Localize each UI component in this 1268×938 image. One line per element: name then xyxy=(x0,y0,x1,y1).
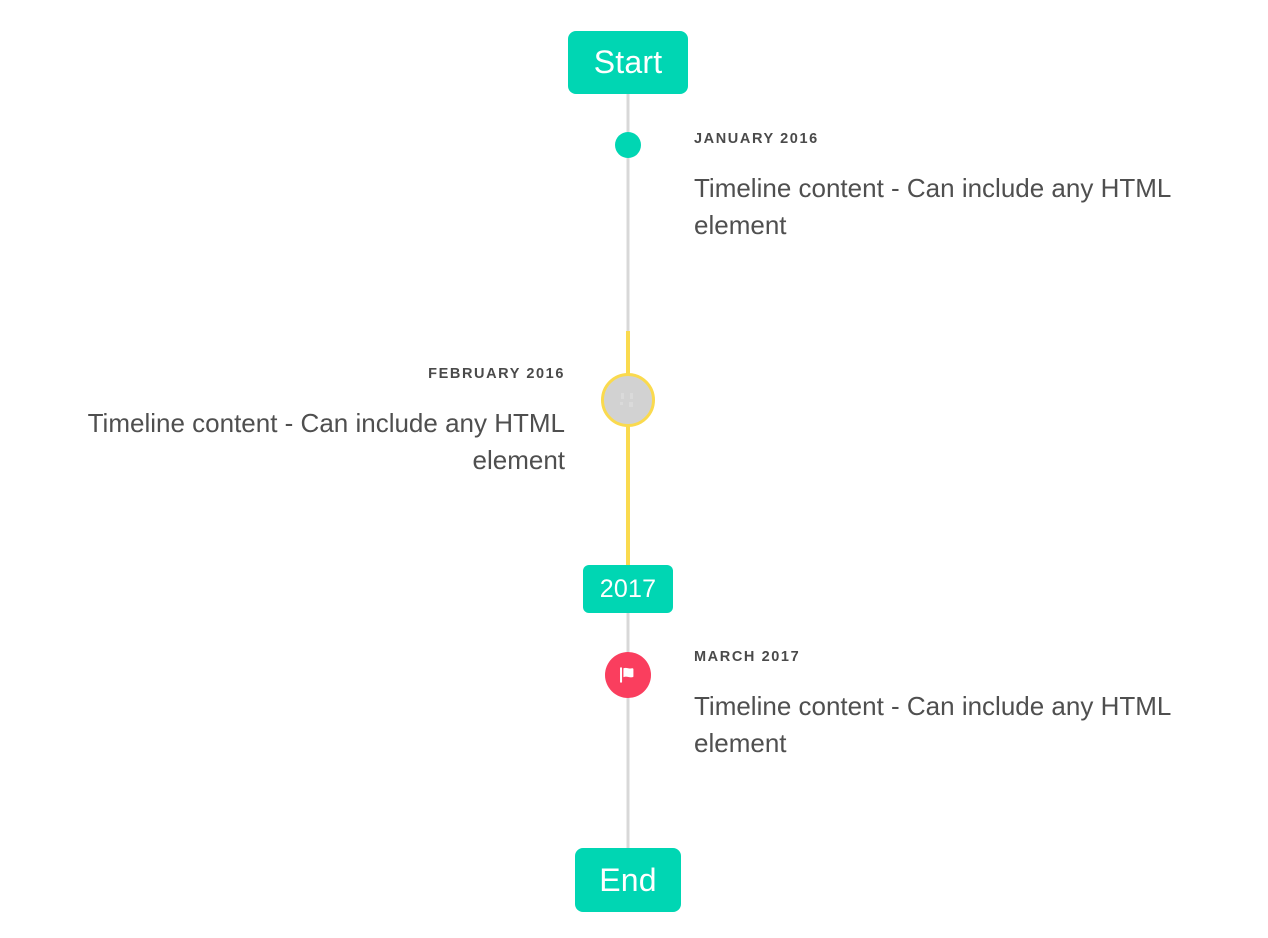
timeline-year-badge-2017[interactable]: 2017 xyxy=(583,565,673,613)
timeline-event-text: Timeline content - Can include any HTML … xyxy=(87,408,565,476)
timeline-event-february-2016: FEBRUARY 2016 Timeline content - Can inc… xyxy=(0,366,1268,479)
timeline-event-label: MARCH 2017 xyxy=(694,649,801,665)
timeline-event-text: Timeline content - Can include any HTML … xyxy=(694,173,1171,241)
timeline-event-march-2017: MARCH 2017 Timeline content - Can includ… xyxy=(0,649,1268,762)
timeline-event-label: FEBRUARY 2016 xyxy=(428,366,565,382)
timeline-marker-ring-february[interactable] xyxy=(601,373,655,427)
timeline-marker-flag-march[interactable] xyxy=(605,652,651,698)
timeline-line-segment-grey-bottom xyxy=(626,612,630,852)
timeline-line-segment-grey-top xyxy=(626,93,630,333)
timeline-start-badge[interactable]: Start xyxy=(568,31,688,94)
timeline-end-badge[interactable]: End xyxy=(575,848,681,912)
timeline-event-label: JANUARY 2016 xyxy=(694,131,819,147)
timeline-event-body: MARCH 2017 Timeline content - Can includ… xyxy=(694,649,1234,762)
timeline-event-body: FEBRUARY 2016 Timeline content - Can inc… xyxy=(24,366,565,479)
timeline-marker-dot-january[interactable] xyxy=(615,132,641,158)
timeline-event-text: Timeline content - Can include any HTML … xyxy=(694,691,1171,759)
flag-icon xyxy=(620,667,634,683)
broken-image-placeholder-icon xyxy=(620,392,636,408)
timeline-event-january-2016: JANUARY 2016 Timeline content - Can incl… xyxy=(0,131,1268,244)
timeline-line-segment-highlight xyxy=(626,331,630,565)
timeline-event-body: JANUARY 2016 Timeline content - Can incl… xyxy=(694,131,1234,244)
